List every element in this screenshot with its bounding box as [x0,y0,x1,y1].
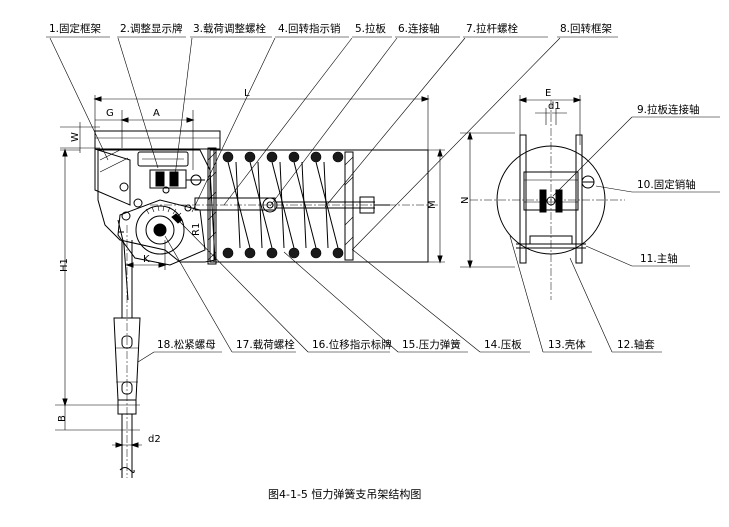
label-fixed-frame: 1.固定框架 [49,22,102,35]
dim-M: M [427,200,438,209]
label-displacement-indicator: 16.位移指示标牌 [312,338,392,351]
label-load-bolt: 17.载荷螺栓 [236,338,295,351]
side-view: L G A W [55,88,445,478]
dim-d1: d1 [548,101,561,112]
top-leaders [49,37,561,251]
label-pressure-plate: 14.压板 [484,338,522,351]
dim-K: K [143,254,150,265]
label-compression-spring: 15.压力弹簧 [402,338,461,351]
end-view: N E d1 [460,88,625,300]
dim-H1: H1 [59,258,70,272]
dim-R1: R1 [191,223,202,236]
label-pull-plate-shaft: 9.拉板连接轴 [637,103,700,116]
dim-W: W [70,132,81,142]
label-housing: 13.壳体 [548,338,586,351]
label-pull-rod-bolt: 7.拉杆螺栓 [466,22,519,35]
dim-G: G [106,108,114,119]
dim-d2: d2 [148,434,161,445]
label-rotation-pin: 4.回转指示销 [278,22,341,35]
dim-N: N [460,197,471,204]
label-load-adjustment-bolt: 3.载荷调整螺栓 [193,22,267,35]
label-turnbuckle: 18.松紧螺母 [157,338,216,351]
label-rotating-frame: 8.回转框架 [560,22,613,35]
bottom-labels: 18.松紧螺母 17.载荷螺栓 16.位移指示标牌 15.压力弹簧 14.压板 … [137,221,662,363]
label-connecting-shaft: 6.连接轴 [398,22,440,35]
dim-B: B [57,415,68,422]
right-labels: 9.拉板连接轴 10.固定销轴 11.主轴 [552,103,720,267]
top-labels: 1.固定框架 2.调整显示牌 3.载荷调整螺栓 4.回转指示销 5.拉板 6.连… [46,22,618,38]
label-shaft-sleeve: 12.轴套 [617,338,655,351]
figure-caption: 图4-1-5 恒力弹簧支吊架结构图 [268,487,421,501]
dim-E: E [545,88,551,99]
label-fixed-pin-shaft: 10.固定销轴 [637,178,696,191]
label-main-shaft: 11.主轴 [640,252,678,265]
label-adjustment-plate: 2.调整显示牌 [120,22,183,35]
dim-L: L [244,88,250,99]
dim-A: A [153,108,160,119]
label-pull-plate: 5.拉板 [355,22,387,35]
